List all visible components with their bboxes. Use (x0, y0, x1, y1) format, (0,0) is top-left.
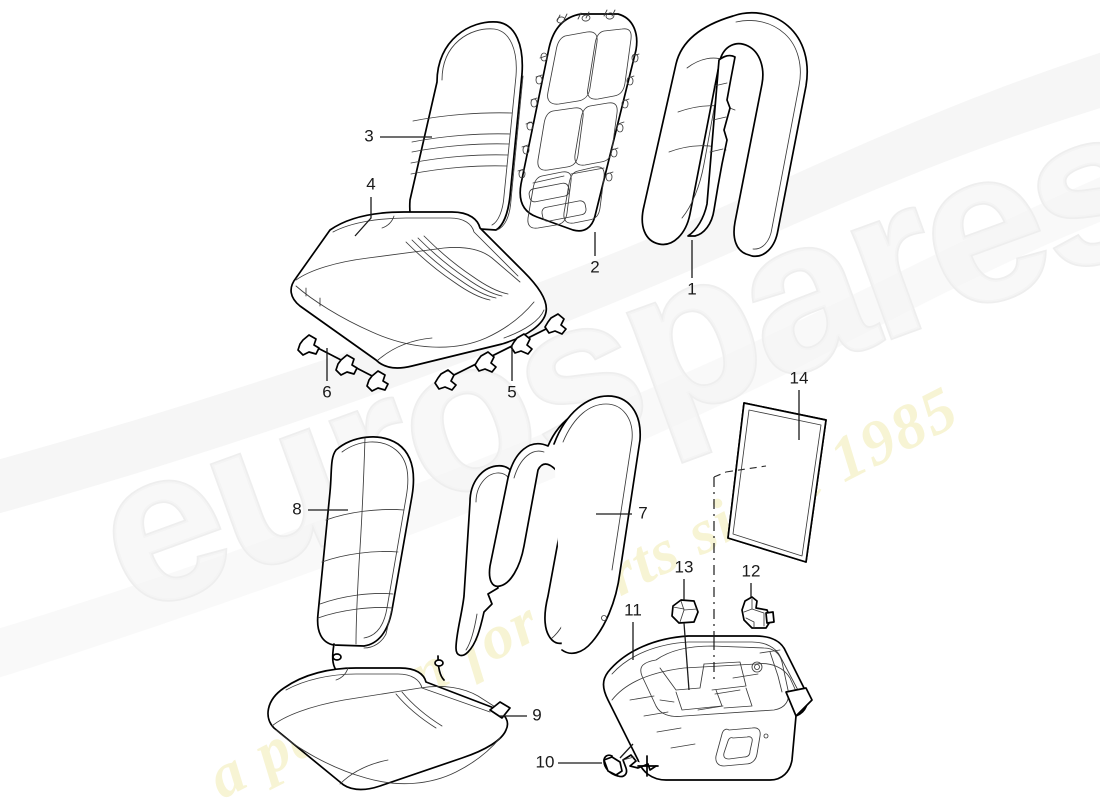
callout-3: 3 (364, 126, 373, 145)
callout-12: 12 (742, 561, 761, 580)
part-13-fastener-clip (671, 599, 699, 624)
callout-1: 1 (687, 279, 696, 298)
part-3-backrest-cover (408, 21, 524, 231)
part-11-seat-pan (602, 635, 813, 781)
part-4-seat-cushion-cover (290, 211, 548, 369)
callout-8: 8 (292, 499, 301, 518)
callout-10: 10 (536, 752, 555, 771)
part-7-backrest-bolster-foam (455, 395, 641, 657)
part-6-retaining-wire (297, 334, 389, 392)
part-14-heater-mesh (713, 402, 827, 640)
callout-numbers: 1 2 3 4 5 6 7 8 9 10 11 12 13 14 (292, 126, 808, 771)
callout-2: 2 (590, 257, 599, 276)
callout-11: 11 (624, 600, 642, 619)
callout-4: 4 (366, 174, 375, 193)
callout-14: 14 (790, 368, 809, 387)
callout-5: 5 (507, 382, 516, 401)
part-2-backrest-frame (517, 9, 640, 232)
part-10-spring-clip (603, 754, 659, 778)
part-8-backrest-foam (316, 436, 415, 677)
part-5-retaining-wire (434, 313, 567, 391)
part-12-connector-clip (741, 596, 775, 629)
callout-6: 6 (322, 382, 331, 401)
callout-13: 13 (675, 557, 694, 576)
part-1-backrest-shell (641, 11, 809, 258)
leader-lines (308, 136, 800, 764)
callout-7: 7 (638, 503, 647, 522)
part-9-seat-cushion-foam (267, 655, 511, 791)
callout-9: 9 (532, 705, 541, 724)
